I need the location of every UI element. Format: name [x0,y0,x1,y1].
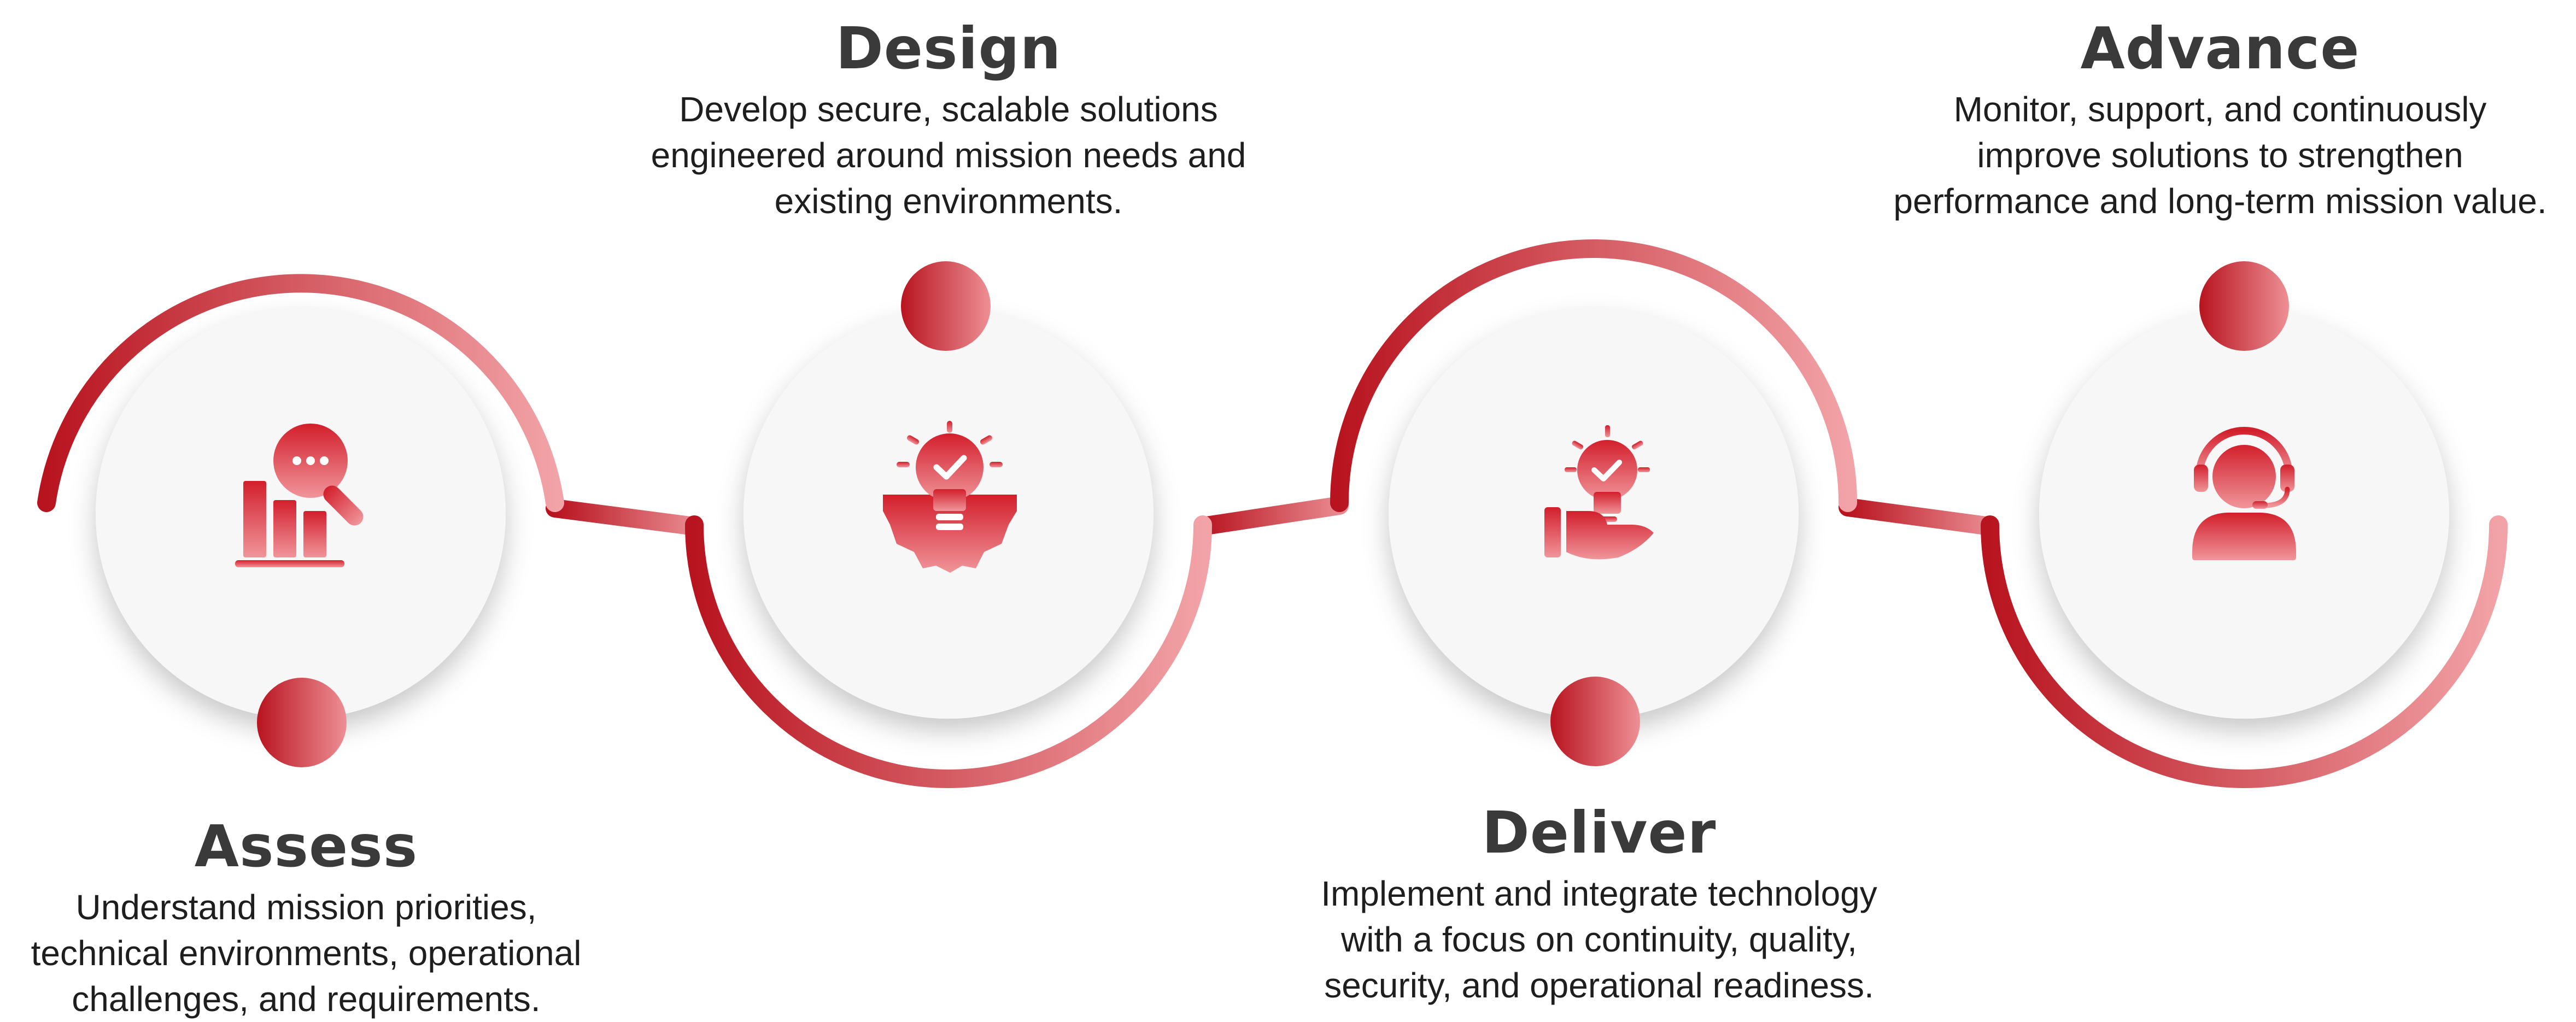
hand-lightbulb-icon [1544,425,1654,560]
stage-text-deliver: Deliver Implement and integrate technolo… [1285,801,1913,1008]
arc-advance [1981,515,2508,788]
stage-description-design: Develop secure, scalable solutions engin… [651,90,1246,221]
stage-text-design: Design Develop secure, scalable solution… [590,16,1307,224]
headset-support-icon [2192,427,2296,560]
stage-title-assess: Assess [194,813,418,880]
stage-text-assess: Assess Understand mission priorities, te… [5,814,607,1022]
stage-title-deliver: Deliver [1482,800,1717,866]
node-design [901,261,991,351]
arc-assess [37,274,564,512]
stage-title-design: Design [835,15,1062,82]
connector-2-3 [1193,496,1349,536]
stage-title-advance: Advance [2080,15,2360,82]
arc-design [685,515,1212,788]
stage-description-assess: Understand mission priorities, technical… [31,888,582,1019]
bar-chart-search-icon [235,424,364,567]
node-advance [2199,261,2289,351]
stage-description-deliver: Implement and integrate technology with … [1321,874,1877,1005]
node-deliver [1550,677,1640,766]
connector-1-2 [546,499,704,536]
stage-text-advance: Advance Monitor, support, and continuous… [1870,16,2571,224]
stage-circle-assess [96,309,506,719]
stage-description-advance: Monitor, support, and continuously impro… [1893,90,2547,221]
connector-3-4 [1839,498,1999,536]
lightbulb-gear-icon [883,421,1017,573]
node-assess [257,678,347,767]
arc-deliver [1330,239,1857,512]
